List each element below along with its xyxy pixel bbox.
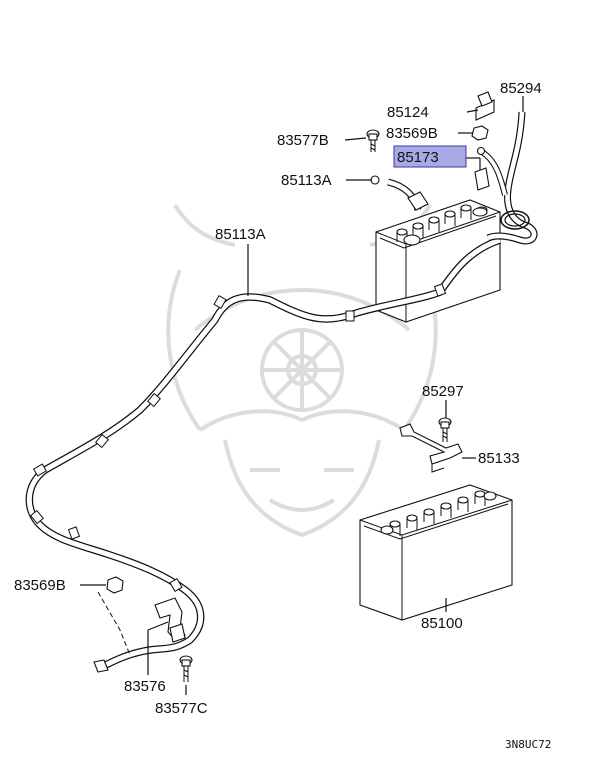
bottom-battery <box>359 484 513 621</box>
label-85133[interactable]: 85133 <box>478 450 520 467</box>
label-85297[interactable]: 85297 <box>422 383 464 400</box>
label-85124[interactable]: 85124 <box>387 104 429 121</box>
label-83576[interactable]: 83576 <box>124 678 166 695</box>
bolt-83577B <box>366 129 380 152</box>
label-85100[interactable]: 85100 <box>421 615 463 632</box>
leader-lines <box>80 96 524 695</box>
part-85124 <box>475 91 495 121</box>
ground-terminal <box>93 659 109 673</box>
bracket-85133 <box>399 423 463 473</box>
bolt-83577C <box>179 655 193 682</box>
label-83569B-left[interactable]: 83569B <box>14 577 66 594</box>
nut-83569B-left <box>106 576 124 594</box>
bolt-85297 <box>438 417 452 442</box>
ground-bracket-83576 <box>154 597 186 643</box>
label-85173[interactable]: 85173 <box>397 149 439 166</box>
diagram-code: 3N8UC72 <box>505 738 551 751</box>
cable-85113A <box>25 175 502 672</box>
label-85294[interactable]: 85294 <box>500 80 542 97</box>
cable-clips <box>30 283 447 593</box>
battery-caps-top <box>396 204 488 244</box>
label-83569B-top[interactable]: 83569B <box>386 125 438 142</box>
highlight-85173 <box>393 145 467 168</box>
nut-83569B-top <box>471 125 489 141</box>
label-83577B[interactable]: 83577B <box>277 132 329 149</box>
label-83577C[interactable]: 83577C <box>155 700 208 717</box>
watermark-logo <box>166 203 438 538</box>
label-85113A-top[interactable]: 85113A <box>281 172 332 189</box>
label-85113A-mid[interactable]: 85113A <box>215 226 266 243</box>
cable-85294 <box>474 111 538 245</box>
